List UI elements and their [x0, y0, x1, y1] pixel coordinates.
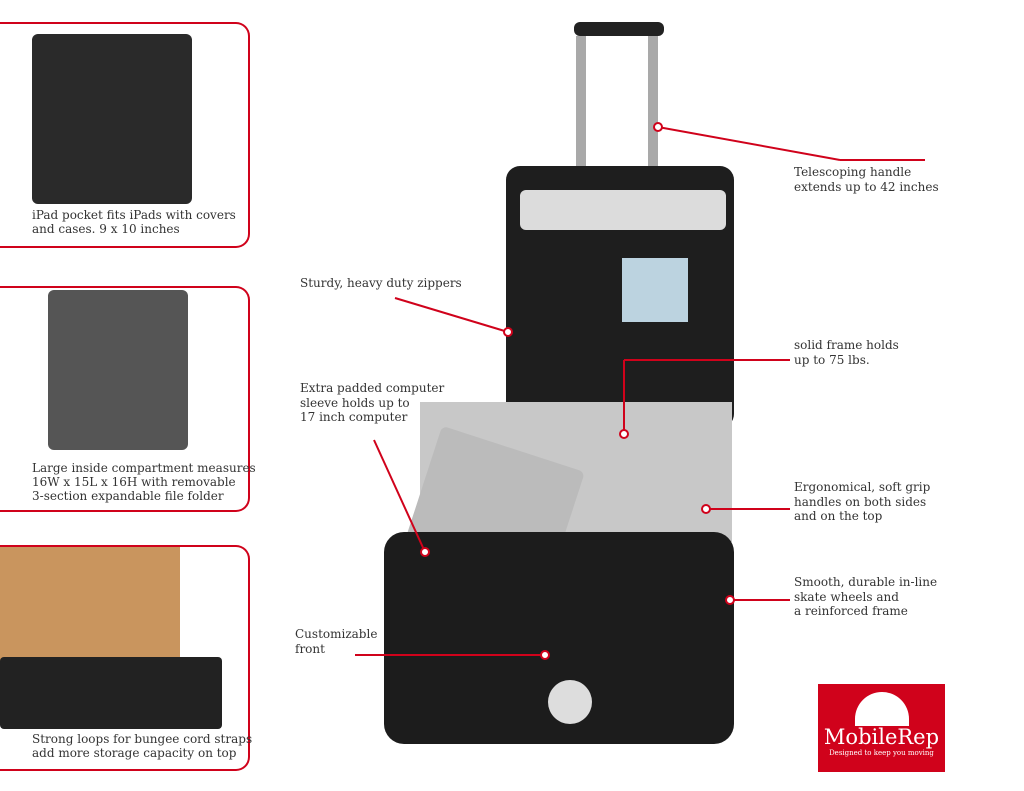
- callout-grip: Ergonomical, soft grip handles on both s…: [794, 480, 931, 523]
- mobilerep-logo: MobileRep Designed to keep you moving: [818, 684, 945, 772]
- callout-sleeve: Extra padded computer sleeve holds up to…: [300, 381, 445, 424]
- caption-bungee: Strong loops for bungee cord straps add …: [32, 732, 253, 760]
- callout-zippers: Sturdy, heavy duty zippers: [300, 276, 462, 290]
- bag-inside-photo: [48, 290, 188, 450]
- bag-lid-photo: [0, 657, 222, 729]
- feature-panel-bungee: [0, 545, 250, 771]
- feature-panel-compartment: [0, 286, 250, 512]
- callout-front: Customizable front: [295, 627, 378, 656]
- box-photo: [0, 547, 180, 675]
- caption-compartment: Large inside compartment measures 16W x …: [32, 461, 256, 503]
- callout-handle: Telescoping handle extends up to 42 inch…: [794, 165, 939, 194]
- rolling-bag-image: [360, 18, 740, 748]
- logo-brand-first: Mobile: [823, 725, 898, 749]
- logo-brand-second: Rep: [897, 725, 940, 749]
- callout-wheels: Smooth, durable in-line skate wheels and…: [794, 575, 938, 618]
- bag-top-photo: [32, 34, 192, 204]
- logo-tagline: Designed to keep you moving: [829, 749, 934, 757]
- logo-emblem-icon: [854, 692, 909, 726]
- caption-ipad: iPad pocket fits iPads with covers and c…: [32, 208, 236, 236]
- handle-bar: [574, 22, 664, 36]
- callout-frame: solid frame holds up to 75 lbs.: [794, 338, 899, 367]
- feature-panel-ipad: [0, 22, 250, 248]
